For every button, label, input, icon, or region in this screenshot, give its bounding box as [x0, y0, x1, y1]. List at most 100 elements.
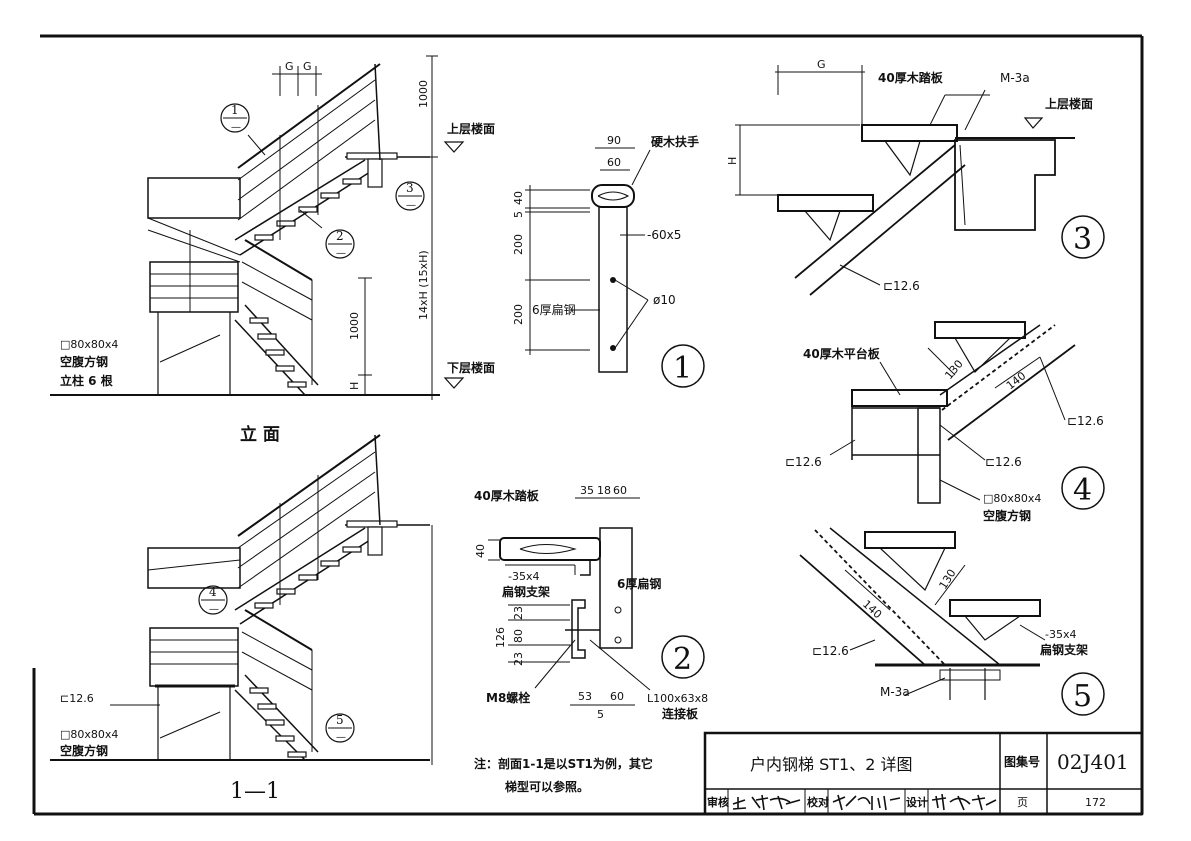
review-label: 审核 — [707, 795, 729, 809]
section-post-type: 空腹方钢 — [60, 743, 108, 758]
d2-d23a: 23 — [512, 606, 525, 620]
callout-5: 5 — — [325, 713, 355, 743]
design-signature — [931, 793, 997, 811]
dim-total: 14xH (15xH) — [417, 250, 430, 320]
d2-d126: 126 — [494, 627, 507, 648]
note-line-1: 注：剖面1-1是以ST1为例，其它 — [474, 756, 653, 771]
d2-tread: 40厚木踏板 — [474, 488, 540, 503]
d1-d5: 5 — [512, 211, 525, 218]
svg-text:3: 3 — [406, 181, 414, 195]
d1-d40: 40 — [512, 191, 525, 205]
section-caption: 1—1 — [230, 779, 280, 804]
page-label: 页 — [1017, 796, 1028, 809]
detail-5: 140 130 ⊏12.6 -35x4 扁钢支架 M-3a 5 — [799, 527, 1105, 716]
d1-d90: 90 — [607, 134, 621, 147]
title-text: 户内钢梯 ST1、2 详图 — [750, 755, 912, 774]
svg-text:4: 4 — [209, 585, 217, 599]
section-post-size: □80x80x4 — [60, 728, 118, 741]
detail-2-number: 2 — [673, 642, 692, 677]
callout-1: 1 — — [220, 103, 250, 133]
callout-3: 3 — — [395, 181, 425, 211]
check-signature — [832, 794, 901, 811]
svg-text:2: 2 — [336, 229, 344, 243]
post-size-label: □80x80x4 — [60, 338, 118, 351]
section-view: 1—1 ⊏12.6 □80x80x4 空腹方钢 4 — 5 — — [50, 434, 433, 804]
atlas-label: 图集号 — [1004, 754, 1040, 769]
d4-post-type: 空腹方钢 — [983, 508, 1031, 523]
d1-d60: 60 — [607, 156, 621, 169]
note: 注：剖面1-1是以ST1为例，其它 梯型可以参照。 — [474, 756, 653, 794]
d5-channel: ⊏12.6 — [812, 644, 849, 658]
d2-d23b: 23 — [512, 652, 525, 666]
d2-d18: 18 — [597, 484, 611, 497]
d2-d60: 60 — [613, 484, 627, 497]
d1-handrail: 硬木扶手 — [651, 134, 699, 149]
svg-text:—: — — [231, 122, 241, 133]
detail-3-number: 3 — [1073, 222, 1092, 257]
note-line-2: 梯型可以参照。 — [505, 779, 589, 794]
d2-d35: 35 — [580, 484, 594, 497]
d1-flat-steel: 6厚扁钢 — [532, 303, 576, 317]
d1-flat-bar: -60x5 — [647, 228, 681, 242]
svg-text:—: — — [406, 200, 416, 211]
d2-d60b: 60 — [610, 690, 624, 703]
svg-text:5: 5 — [336, 713, 344, 727]
d1-rod: ø10 — [653, 293, 676, 307]
upper-floor-label: 上层楼面 — [447, 121, 495, 136]
section-channel-label: ⊏12.6 — [60, 692, 94, 705]
d5-anchor: M-3a — [880, 685, 910, 699]
d3-g: G — [817, 58, 826, 71]
d2-angle: L100x63x8 — [647, 692, 708, 705]
d3-anchor: M-3a — [1000, 71, 1030, 85]
d3-upper-floor: 上层楼面 — [1045, 96, 1093, 111]
svg-text:—: — — [336, 248, 346, 259]
callout-2: 2 — — [325, 229, 355, 259]
svg-text:1: 1 — [231, 103, 239, 117]
post-count-label: 立柱 6 根 — [60, 373, 113, 388]
d4-d130: 130 — [942, 357, 965, 381]
detail-3: G 40厚木踏板 M-3a 上层楼面 H ⊏12.6 3 — [726, 58, 1105, 296]
dim-g2: G — [303, 60, 312, 73]
d4-channel-c: ⊏12.6 — [985, 455, 1022, 469]
lower-floor-label: 下层楼面 — [447, 360, 495, 375]
svg-text:—: — — [336, 732, 346, 743]
d2-d40: 40 — [474, 544, 487, 558]
design-label: 设计 — [906, 795, 928, 809]
d3-tread: 40厚木踏板 — [878, 70, 944, 85]
d4-platform: 40厚木平台板 — [803, 346, 881, 361]
detail-4: 40厚木平台板 130 140 ⊏12.6 ⊏12.6 ⊏12.6 □80x80… — [785, 321, 1105, 523]
d2-bracket: 扁钢支架 — [502, 584, 550, 599]
d5-bracket: 扁钢支架 — [1040, 642, 1088, 657]
d4-channel-a: ⊏12.6 — [1067, 414, 1104, 428]
detail-4-number: 4 — [1073, 473, 1092, 508]
elevation-caption: 立 面 — [240, 424, 280, 445]
d5-flat-bar: -35x4 — [1045, 628, 1076, 641]
d1-d200a: 200 — [512, 234, 525, 255]
title-block: 户内钢梯 ST1、2 详图 图集号 02J401 审核 校对 设计 页 172 — [703, 731, 1144, 816]
dim-h: H — [348, 382, 361, 390]
d1-d200b: 200 — [512, 304, 525, 325]
detail-2: 40厚木踏板 -35x4 扁钢支架 6厚扁钢 M8螺栓 L100x63x8 连接… — [474, 484, 708, 721]
d4-d140: 140 — [1004, 369, 1029, 392]
callout-4: 4 — — [198, 585, 228, 615]
d3-channel: ⊏12.6 — [883, 279, 920, 293]
atlas-number: 02J401 — [1057, 750, 1129, 774]
d4-post-size: □80x80x4 — [983, 492, 1041, 505]
check-label: 校对 — [807, 795, 829, 809]
d4-channel-b: ⊏12.6 — [785, 455, 822, 469]
d2-d5: 5 — [597, 708, 604, 721]
page-number: 172 — [1085, 796, 1106, 809]
d2-flat-steel: 6厚扁钢 — [617, 576, 661, 591]
d2-d53: 53 — [578, 690, 592, 703]
d2-d80: 80 — [512, 629, 525, 643]
detail-5-number: 5 — [1073, 679, 1092, 714]
elevation-view: 立 面 上层楼面 下层楼面 □80x80x4 空腹方钢 立柱 6 根 1000 … — [50, 55, 495, 445]
dim-1000-rail: 1000 — [348, 312, 361, 340]
dim-g1: G — [285, 60, 294, 73]
d2-bolt: M8螺栓 — [486, 690, 530, 705]
post-type-label: 空腹方钢 — [60, 354, 108, 369]
review-signature — [732, 794, 801, 811]
d2-flat-bar: -35x4 — [508, 570, 539, 583]
d5-d130: 130 — [937, 567, 959, 592]
